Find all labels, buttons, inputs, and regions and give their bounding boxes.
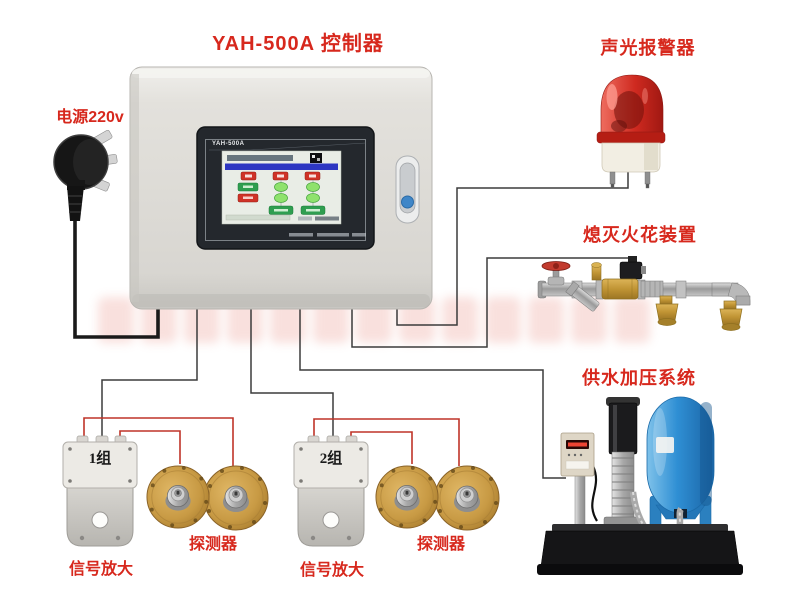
pipe-elbow bbox=[711, 282, 751, 306]
controller-cabinet bbox=[129, 66, 433, 310]
hose-coupling bbox=[719, 300, 743, 331]
lock-button-icon bbox=[401, 195, 414, 209]
group1-amplifier-label: 信号放大 bbox=[68, 561, 134, 578]
water-pressure-system bbox=[537, 396, 743, 575]
spark-extinguisher bbox=[537, 256, 751, 331]
screen-bottom-buttons bbox=[268, 205, 326, 215]
water-system-label: 供水加压系统 bbox=[582, 368, 696, 388]
alarm-beacon bbox=[596, 74, 666, 189]
screen-logo-icon bbox=[310, 153, 322, 163]
group2-amplifier-label: 信号放大 bbox=[299, 562, 365, 579]
wires bbox=[73, 171, 633, 479]
screen-column1-buttons bbox=[237, 182, 259, 203]
bezel-fineprint bbox=[289, 233, 366, 237]
door-handle bbox=[395, 155, 420, 224]
spark-device-label: 熄灭火花装置 bbox=[583, 225, 697, 245]
power-plug bbox=[53, 129, 118, 221]
y-strainer bbox=[565, 281, 600, 312]
group2-name: 2组 bbox=[319, 451, 343, 467]
hmi-screen bbox=[221, 150, 342, 225]
diagram-title: YAH-500A 控制器 bbox=[212, 33, 384, 55]
group1-name: 1组 bbox=[88, 451, 112, 467]
group2-detector-label: 探测器 bbox=[416, 536, 466, 553]
alarm-mount-screws bbox=[609, 171, 651, 189]
tank-label bbox=[656, 437, 674, 453]
screen-status-badges bbox=[240, 171, 321, 181]
pump-controller bbox=[560, 432, 598, 522]
wires-group1-red bbox=[83, 417, 234, 467]
alarm-label: 声光报警器 bbox=[600, 38, 696, 58]
wire-power bbox=[73, 214, 160, 339]
wires-group2-red bbox=[313, 418, 460, 466]
group2-detectors bbox=[375, 465, 500, 531]
controller-digits bbox=[568, 442, 587, 447]
hmi-brand-text: YAH-500A bbox=[212, 141, 245, 147]
screen-title-text bbox=[227, 155, 293, 161]
hmi-panel bbox=[196, 126, 375, 250]
base-skid bbox=[537, 524, 743, 575]
screen-blue-bar bbox=[225, 163, 338, 170]
hose-coupling bbox=[655, 295, 679, 326]
power-label: 电源220v bbox=[56, 109, 124, 126]
wire-group2 bbox=[250, 308, 334, 437]
screen-indicator-lamps bbox=[274, 182, 320, 203]
solenoid-valve bbox=[591, 256, 646, 300]
wire-group1 bbox=[101, 308, 198, 437]
wire-alarm bbox=[396, 171, 629, 326]
group1-detector-label: 探测器 bbox=[188, 536, 238, 553]
group1-detectors bbox=[146, 465, 269, 531]
wire-pump bbox=[299, 308, 566, 479]
screen-statusbar bbox=[225, 214, 291, 221]
manual-valve bbox=[541, 261, 571, 286]
